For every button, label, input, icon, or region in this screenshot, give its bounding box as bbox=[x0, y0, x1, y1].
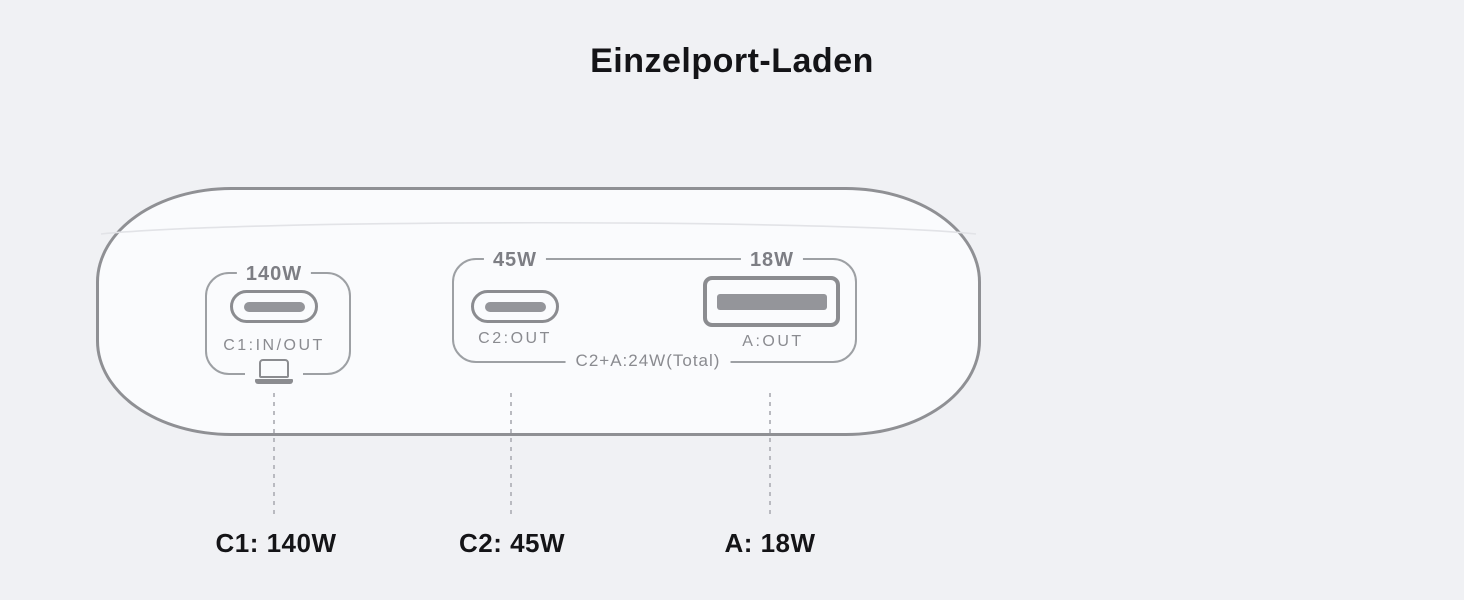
usb-c-pin-bar bbox=[484, 301, 546, 312]
laptop-base bbox=[255, 379, 293, 384]
port-group-c2-a: 45W 18W C2:OUT A:OUT C2+A:24W(Total) bbox=[452, 247, 857, 373]
powerbank-body: 140W C1:IN/OUT 45W 18W C2:OUT A:OUT C2+A… bbox=[96, 187, 981, 436]
a-watt-label: 18W bbox=[740, 247, 804, 273]
c1-watt-label: 140W bbox=[236, 261, 312, 287]
powerbank-top-seam bbox=[100, 221, 977, 235]
usb-c-pin-bar bbox=[243, 301, 305, 312]
a-port-label: A:OUT bbox=[742, 333, 804, 350]
connector-line-a bbox=[769, 393, 771, 515]
laptop-screen bbox=[259, 359, 289, 378]
callout-a: A: 18W bbox=[724, 528, 816, 558]
callout-c2: C2: 45W bbox=[458, 528, 566, 558]
port-group-c1: 140W C1:IN/OUT bbox=[205, 261, 351, 384]
connector-line-c1 bbox=[273, 393, 275, 515]
usb-c-port-icon-c1 bbox=[230, 290, 318, 323]
page-title: Einzelport-Laden bbox=[590, 42, 874, 80]
callout-c1: C1: 140W bbox=[215, 528, 337, 558]
c2-watt-label: 45W bbox=[483, 247, 547, 273]
c2-port-label: C2:OUT bbox=[478, 330, 552, 347]
combo-total-label: C2+A:24W(Total) bbox=[565, 349, 731, 373]
usb-a-pin-bar bbox=[716, 293, 827, 310]
usb-a-port-icon bbox=[703, 276, 840, 327]
laptop-icon bbox=[245, 359, 303, 384]
usb-c-port-icon-c2 bbox=[471, 290, 559, 323]
connector-line-c2 bbox=[510, 393, 512, 515]
c1-port-label: C1:IN/OUT bbox=[223, 337, 325, 354]
